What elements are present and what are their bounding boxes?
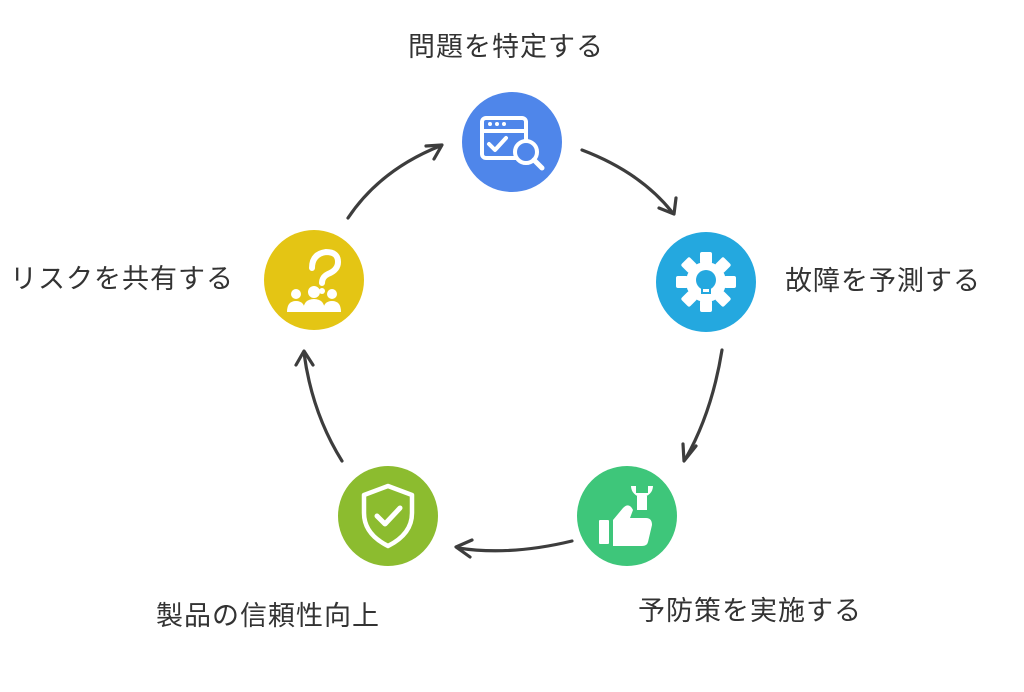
node-share-circle <box>264 230 364 330</box>
node-identify <box>462 92 562 192</box>
arrow-prevent-to-reliability <box>454 538 574 559</box>
arrow-predict-to-prevent <box>681 348 724 463</box>
step-label-share: リスクを共有する <box>10 264 234 295</box>
node-reliability <box>338 466 438 566</box>
step-label-identify: 問題を特定する <box>408 32 604 63</box>
node-share <box>264 230 364 330</box>
step-label-reliability: 製品の信頼性向上 <box>156 601 380 632</box>
node-reliability-circle <box>338 466 438 566</box>
arrow-identify-to-predict <box>580 148 678 216</box>
arrow-reliability-to-share <box>294 349 344 463</box>
browser-search-icon <box>480 116 545 171</box>
node-identify-circle <box>462 92 562 192</box>
step-label-predict: 故障を予測する <box>785 266 981 297</box>
node-predict <box>656 232 756 332</box>
cycle-arrows <box>294 143 724 559</box>
step-label-prevent: 予防策を実施する <box>638 596 862 627</box>
gear-icon <box>676 252 736 312</box>
node-prevent <box>577 466 677 566</box>
shield-check-icon <box>361 483 415 549</box>
wrench-thumbs-up-icon <box>599 486 653 546</box>
arrow-share-to-identify <box>346 143 444 220</box>
question-group-icon <box>287 249 341 312</box>
